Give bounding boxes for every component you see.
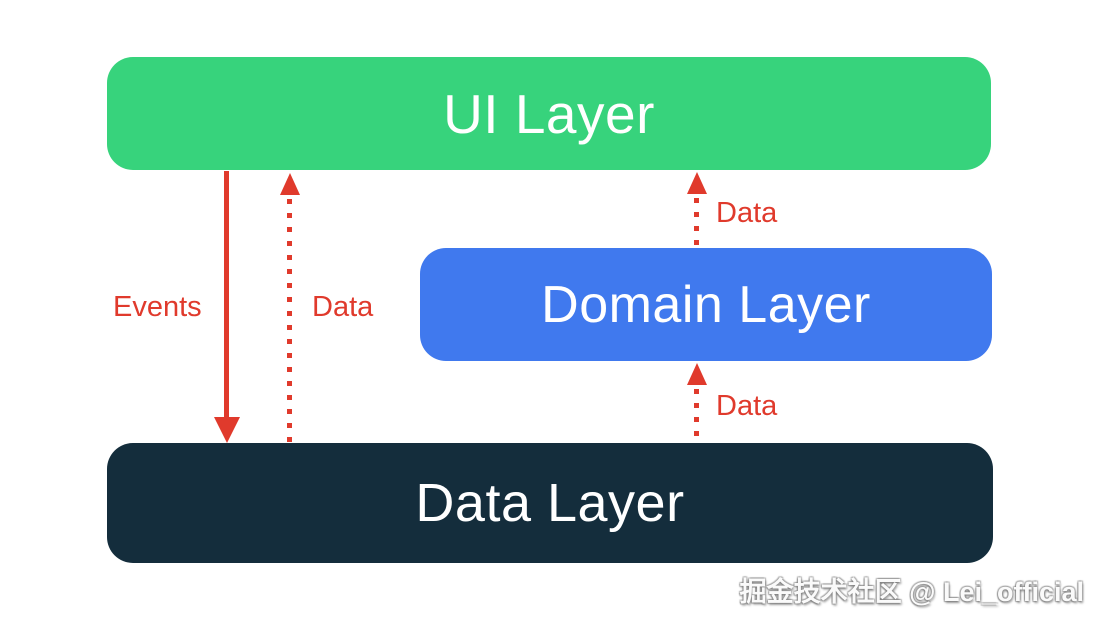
domain-layer-label: Domain Layer — [541, 275, 871, 334]
ui-layer-box: UI Layer — [107, 57, 991, 170]
data-layer-label: Data Layer — [415, 473, 685, 533]
data-arrow-dotted-line — [694, 389, 699, 441]
data-layer-box: Data Layer — [107, 443, 993, 563]
data-arrow-up-icon — [280, 173, 300, 195]
domain-layer-box: Domain Layer — [420, 248, 992, 361]
events-arrow-line — [224, 171, 229, 419]
ui-layer-label: UI Layer — [443, 82, 655, 145]
data-arrow-dotted-line — [694, 198, 699, 246]
data-arrow-up-icon — [687, 363, 707, 385]
watermark-text: 掘金技术社区 @ Lei_official — [739, 577, 1084, 607]
data-arrow-label: Data — [716, 197, 778, 229]
data-arrow-label: Data — [312, 291, 374, 323]
events-arrow-down-icon — [214, 417, 240, 443]
events-arrow-label: Events — [113, 291, 202, 323]
data-arrow-label: Data — [716, 390, 778, 422]
data-arrow-up-icon — [687, 172, 707, 194]
data-arrow-dotted-line — [287, 199, 292, 442]
